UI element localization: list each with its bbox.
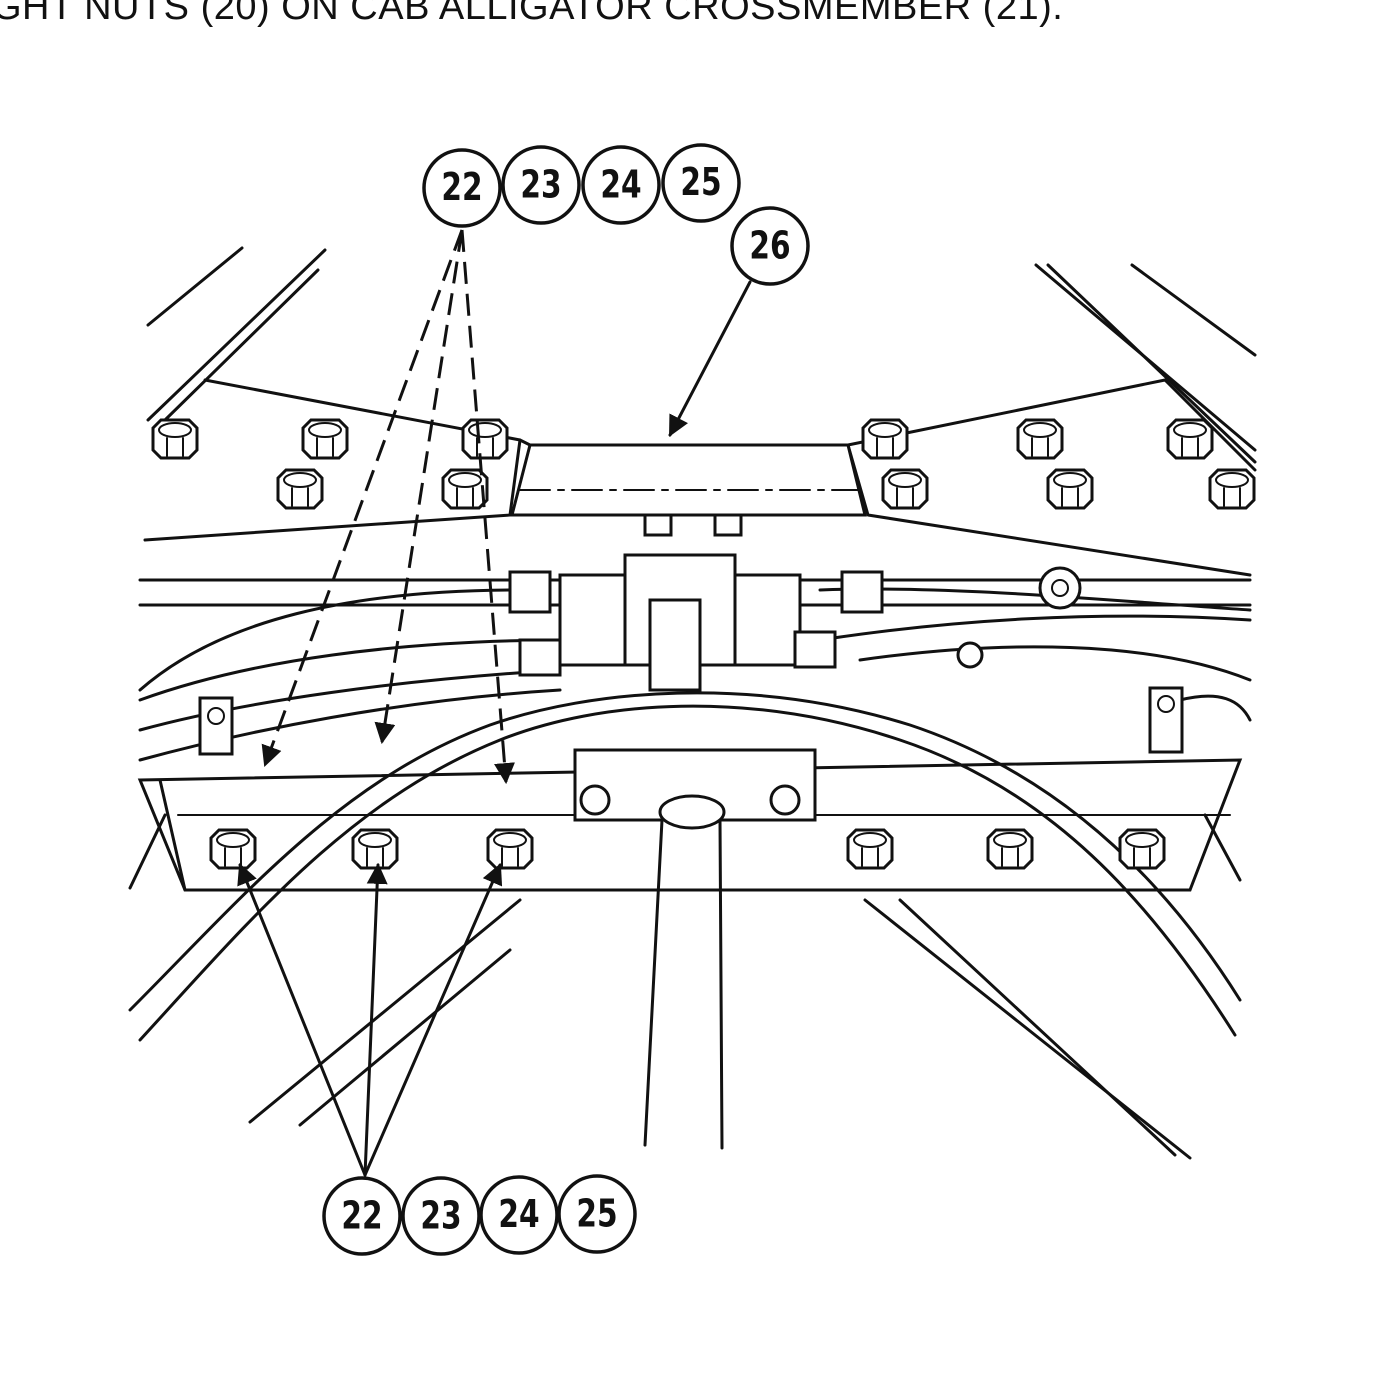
center-bracket [510, 443, 867, 517]
svg-text:22: 22 [441, 166, 482, 211]
svg-text:25: 25 [576, 1192, 617, 1237]
svg-text:26: 26 [749, 224, 790, 269]
nuts-upper-right [861, 418, 1256, 510]
callout-26: 26 [730, 206, 810, 286]
callout-22-bottom: 22 [322, 1176, 402, 1256]
callout-24-bottom: 24 [479, 1175, 559, 1255]
svg-text:23: 23 [520, 163, 561, 208]
driveshaft [643, 794, 726, 1150]
callout-23-bottom: 23 [401, 1176, 481, 1256]
left-mounting-plate [143, 378, 532, 542]
frame-rails [146, 246, 1257, 1160]
callout-22-top: 22 [422, 148, 502, 228]
callout-25-top: 25 [661, 143, 741, 223]
svg-text:24: 24 [498, 1193, 539, 1238]
callout-24-top: 24 [581, 145, 661, 225]
callout-group-bottom: 22 23 24 25 [322, 1174, 637, 1256]
svg-text:24: 24 [600, 163, 641, 208]
nuts-upper-left [151, 418, 509, 510]
top-leader-lines [261, 229, 515, 785]
air-lines [128, 587, 1252, 1042]
svg-text:22: 22 [341, 1194, 382, 1239]
bottom-leader-lines [237, 862, 503, 1177]
leader-line-26 [668, 280, 752, 437]
callout-25-bottom: 25 [557, 1174, 637, 1254]
clamps [198, 566, 1184, 756]
callout-group-top: 22 23 24 25 [422, 143, 741, 228]
callout-23-top: 23 [501, 145, 581, 225]
instruction-caption: GHT NUTS (20) ON CAB ALLIGATOR CROSSMEMB… [0, 0, 1064, 28]
svg-text:25: 25 [680, 161, 721, 206]
svg-text:23: 23 [420, 1194, 461, 1239]
